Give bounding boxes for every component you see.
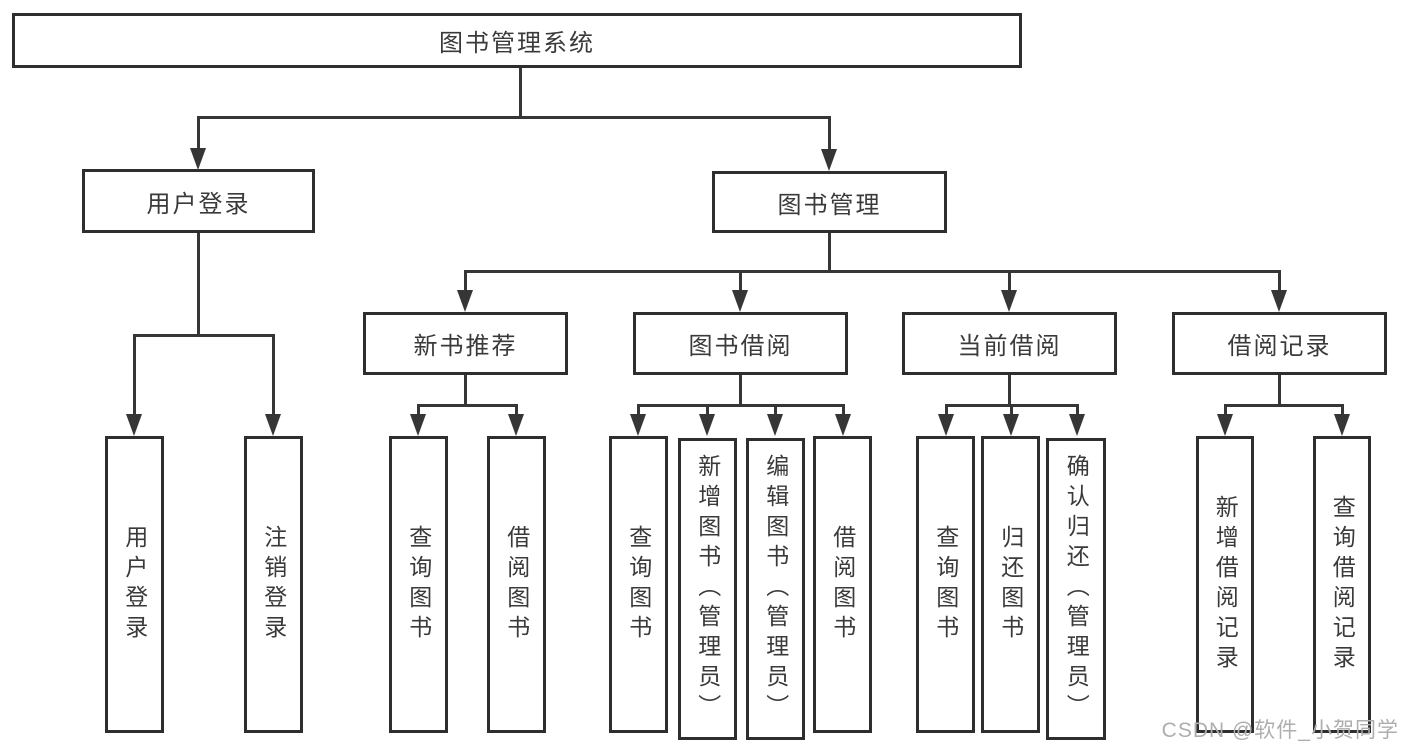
leaf-add-borrow-record-label: 新增借阅记录 bbox=[1212, 494, 1239, 675]
watermark: CSDN @软件_小贺同学 bbox=[1161, 719, 1399, 742]
node-new-book-recommend: 新书推荐 bbox=[363, 312, 568, 375]
arrowhead-book-mgmt bbox=[821, 149, 837, 171]
connector-borrow-records-split bbox=[1224, 404, 1343, 407]
node-book-management-label: 图书管理 bbox=[777, 191, 882, 219]
node-current-borrow-label: 当前借阅 bbox=[957, 333, 1062, 360]
connector-book-borrow-split bbox=[637, 404, 844, 407]
leaf-query-borrow-record-label: 查询借阅记录 bbox=[1329, 494, 1356, 675]
arrowhead-leaf bbox=[1334, 414, 1350, 436]
arrowhead-leaf bbox=[835, 414, 851, 436]
connector-module-stem bbox=[464, 270, 467, 292]
leaf-logout: 注销登录 bbox=[244, 436, 303, 733]
leaf-user-login: 用户登录 bbox=[105, 436, 164, 733]
node-book-borrow-label: 图书借阅 bbox=[688, 333, 793, 360]
node-user-login: 用户登录 bbox=[82, 169, 315, 233]
arrowhead-user-login bbox=[190, 148, 206, 170]
connector-leaf-stem bbox=[774, 404, 777, 416]
connector-module-stem bbox=[1008, 270, 1011, 292]
arrowhead-leaf bbox=[126, 414, 142, 436]
connector-user-login-split bbox=[133, 334, 274, 337]
node-user-login-label: 用户登录 bbox=[146, 190, 251, 218]
connector-leaf-stem bbox=[842, 404, 845, 416]
node-new-book-recommend-label: 新书推荐 bbox=[413, 333, 518, 360]
arrowhead-leaf bbox=[699, 414, 715, 436]
connector-new-books-down bbox=[464, 373, 467, 407]
leaf-confirm-return-admin: 确认归还（管理员） bbox=[1046, 438, 1106, 740]
leaf-borrow-books: 借阅图书 bbox=[813, 436, 872, 733]
connector-root-stem bbox=[519, 66, 522, 119]
leaf-edit-book-admin-label: 编辑图书（管理员） bbox=[762, 454, 789, 724]
arrowhead-leaf bbox=[938, 414, 954, 436]
connector-leaf-stem bbox=[706, 404, 709, 416]
connector-book-mgmt-stem bbox=[828, 116, 831, 151]
connector-level1-split bbox=[197, 116, 831, 119]
leaf-query-books-recommend-label: 查询图书 bbox=[405, 524, 432, 645]
leaf-edit-book-admin: 编辑图书（管理员） bbox=[746, 438, 805, 740]
arrowhead-leaf bbox=[1069, 414, 1085, 436]
connector-module-stem bbox=[1278, 270, 1281, 292]
connector-book-borrow-down bbox=[739, 373, 742, 407]
arrowhead-current-borrow bbox=[1001, 290, 1017, 312]
arrowhead-leaf bbox=[1217, 414, 1233, 436]
root-node-label: 图书管理系统 bbox=[439, 30, 595, 57]
connector-leaf-stem bbox=[1076, 404, 1079, 416]
arrowhead-new-books bbox=[457, 290, 473, 312]
connector-leaf-stem bbox=[417, 404, 420, 416]
connector-leaf-stem bbox=[1010, 404, 1013, 416]
connector-leaf-stem bbox=[1224, 404, 1227, 416]
leaf-add-book-admin-label: 新增图书（管理员） bbox=[694, 454, 721, 724]
leaf-add-borrow-record: 新增借阅记录 bbox=[1196, 436, 1254, 733]
leaf-borrow-books-label: 借阅图书 bbox=[829, 524, 856, 645]
leaf-confirm-return-admin-label: 确认归还（管理员） bbox=[1063, 454, 1090, 724]
connector-leaf-stem bbox=[133, 334, 136, 416]
leaf-borrow-books-recommend-label: 借阅图书 bbox=[503, 524, 530, 645]
connector-leaf-stem bbox=[637, 404, 640, 416]
connector-level2-split bbox=[464, 270, 1280, 273]
connector-current-borrow-down bbox=[1008, 373, 1011, 407]
leaf-return-books-label: 归还图书 bbox=[997, 524, 1024, 645]
arrowhead-leaf bbox=[265, 414, 281, 436]
arrowhead-borrow-records bbox=[1271, 290, 1287, 312]
node-book-borrow: 图书借阅 bbox=[633, 312, 848, 375]
connector-leaf-stem bbox=[515, 404, 518, 416]
connector-leaf-stem bbox=[945, 404, 948, 416]
root-node: 图书管理系统 bbox=[12, 13, 1022, 68]
arrowhead-leaf bbox=[410, 414, 426, 436]
arrowhead-leaf bbox=[630, 414, 646, 436]
leaf-user-login-label: 用户登录 bbox=[121, 524, 148, 645]
connector-leaf-stem bbox=[272, 334, 275, 416]
arrowhead-leaf bbox=[1003, 414, 1019, 436]
leaf-query-books-recommend: 查询图书 bbox=[389, 436, 448, 733]
node-borrow-records-label: 借阅记录 bbox=[1227, 333, 1332, 360]
leaf-add-book-admin: 新增图书（管理员） bbox=[678, 438, 737, 740]
leaf-borrow-books-recommend: 借阅图书 bbox=[487, 436, 546, 733]
connector-leaf-stem bbox=[1341, 404, 1344, 416]
connector-module-stem bbox=[739, 270, 742, 292]
node-borrow-records: 借阅记录 bbox=[1172, 312, 1387, 375]
node-current-borrow: 当前借阅 bbox=[902, 312, 1117, 375]
connector-new-books-split bbox=[417, 404, 518, 407]
arrowhead-leaf bbox=[767, 414, 783, 436]
node-book-management: 图书管理 bbox=[712, 171, 947, 233]
connector-user-login-down bbox=[197, 231, 200, 337]
arrowhead-leaf bbox=[508, 414, 524, 436]
leaf-return-books: 归还图书 bbox=[981, 436, 1040, 733]
leaf-query-books-current: 查询图书 bbox=[916, 436, 975, 733]
leaf-query-books-current-label: 查询图书 bbox=[932, 524, 959, 645]
connector-book-mgmt-down bbox=[828, 231, 831, 273]
leaf-query-books-borrow: 查询图书 bbox=[609, 436, 668, 733]
leaf-query-books-borrow-label: 查询图书 bbox=[625, 524, 652, 645]
leaf-logout-label: 注销登录 bbox=[260, 524, 287, 645]
connector-borrow-records-down bbox=[1278, 373, 1281, 407]
arrowhead-book-borrow bbox=[732, 290, 748, 312]
connector-user-login-stem bbox=[197, 116, 200, 150]
leaf-query-borrow-record: 查询借阅记录 bbox=[1313, 436, 1371, 733]
